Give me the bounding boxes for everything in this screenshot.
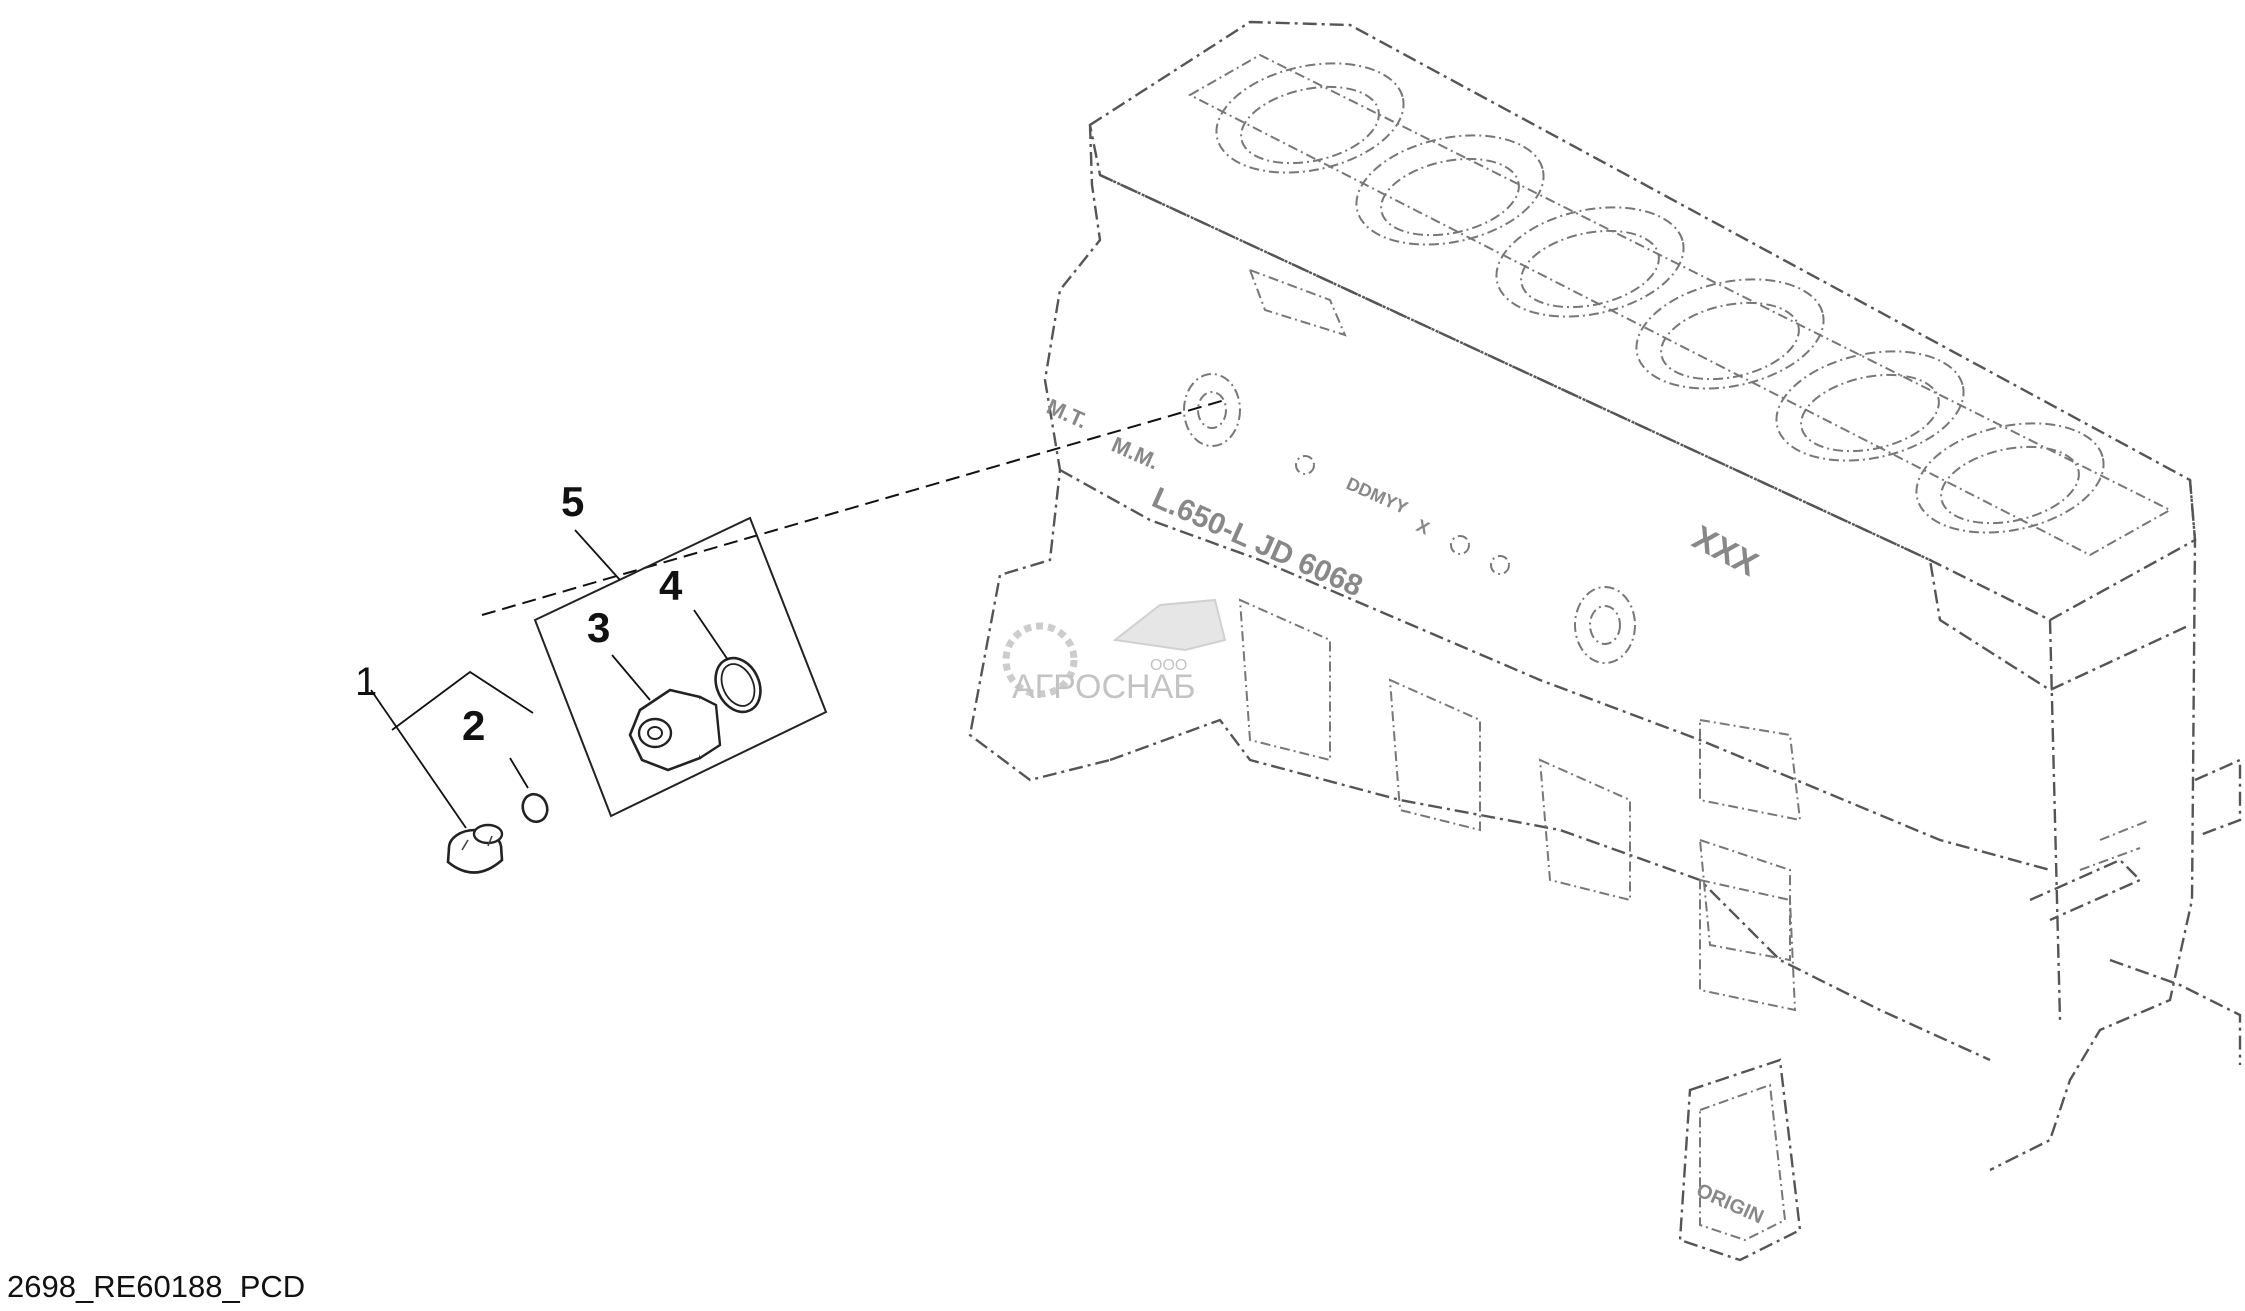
callout-3: 3: [587, 604, 610, 651]
fitting-o-ring: [693, 609, 762, 714]
watermark-small: ООО: [1150, 657, 1187, 674]
marking-mt: M.T.: [1043, 394, 1091, 434]
drawing-id-caption: 2698_RE60188_PCD: [7, 1269, 305, 1304]
plug-o-ring: [521, 792, 549, 824]
callout-2: 2: [462, 702, 485, 749]
agrosnab-watermark: ООО АГРОСНАБ: [1002, 598, 1227, 706]
cylinder-bores: [1215, 62, 2105, 534]
marking-dummy: DDMYY: [1343, 473, 1411, 518]
marking-origin: ORIGIN: [1693, 1179, 1767, 1228]
fitting-part: [611, 654, 722, 772]
kit-outline: [533, 516, 828, 818]
marking-xxx: XXX: [1686, 519, 1764, 585]
marking-mm: M.M.: [1108, 432, 1163, 475]
engine-block: [968, 20, 2242, 1262]
callout-5: 5: [561, 478, 584, 525]
watermark-brand: АГРОСНАБ: [1012, 668, 1196, 706]
gear-icon: [1002, 622, 1078, 698]
tractor-icon: [1112, 598, 1227, 652]
marking-x: X: [1413, 515, 1432, 538]
callout-1: 1: [355, 660, 377, 704]
callout-4: 4: [659, 562, 683, 609]
marking-model: L.650-L JD 6068: [1147, 481, 1367, 603]
assembly-axis-line: [481, 399, 1226, 616]
crankcase-bays: [1238, 598, 1791, 962]
plug-part: [446, 823, 504, 874]
side-bosses: [1183, 268, 2151, 1012]
